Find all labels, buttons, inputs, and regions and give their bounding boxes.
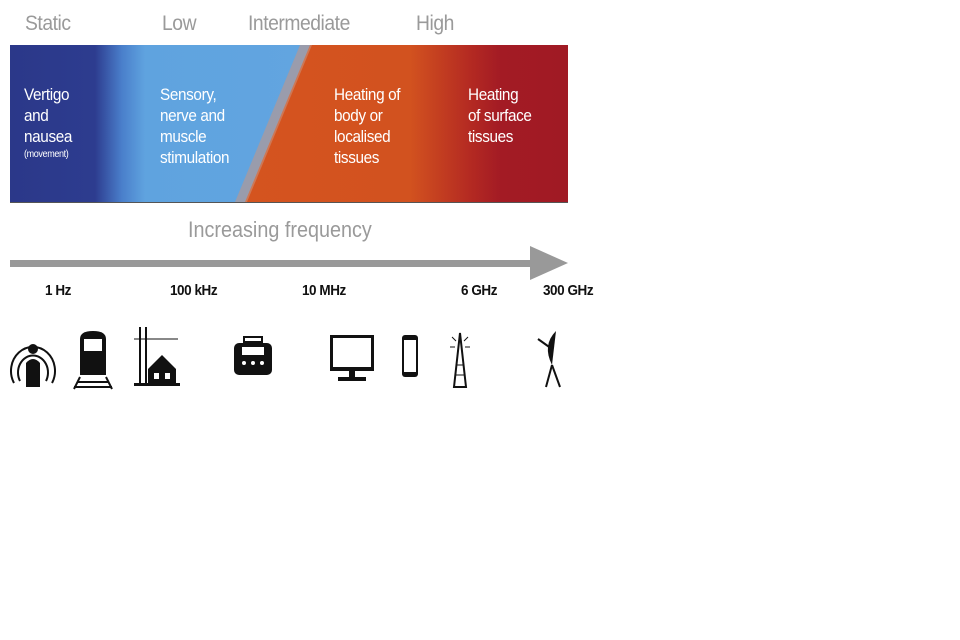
effect-note: (movement) [24,149,69,160]
freq-1hz: 1 Hz [45,282,71,299]
effect-line: localised [334,127,391,146]
effect-line: Vertigo [24,85,70,104]
effect-line: Heating [468,85,519,104]
television-icon [330,335,374,381]
freq-6ghz: 6 GHz [461,282,498,299]
effect-line: body or [334,106,383,125]
satellite-dish-icon [537,331,561,388]
freq-10mhz: 10 MHz [302,282,346,299]
effect-line: Sensory, [160,85,217,104]
radio-icon [234,336,272,375]
effect-surface-heating: Heating of surface tissues [468,84,532,147]
effect-line: nausea [24,127,73,146]
level-static: Static [25,12,71,35]
effect-line: tissues [334,148,380,167]
effect-line: tissues [468,127,514,146]
freq-300ghz: 300 GHz [543,282,594,299]
transmission-tower-icon [450,332,470,388]
effect-vertigo: Vertigo and nausea (movement) [24,84,72,163]
train-icon [73,331,113,390]
effect-line: and [24,106,49,125]
frequency-arrow [10,246,568,280]
arrow-label: Increasing frequency [188,217,372,242]
level-intermediate: Intermediate [248,12,350,35]
effect-line: stimulation [160,148,230,167]
freq-100khz: 100 kHz [170,282,218,299]
effect-stimulation: Sensory, nerve and muscle stimulation [160,84,230,168]
effect-line: muscle [160,127,207,146]
effect-body-heating: Heating of body or localised tissues [334,84,401,168]
mri-scanner-icon [10,344,56,387]
effect-line: nerve and [160,106,225,125]
level-low: Low [162,12,197,35]
level-high: High [416,12,454,35]
mobile-phone-icon [402,335,418,377]
power-line-house-icon [134,327,180,386]
effect-line: of surface [468,106,532,125]
effect-line: Heating of [334,85,401,104]
effects-band: Vertigo and nausea (movement) Sensory, n… [10,45,568,202]
